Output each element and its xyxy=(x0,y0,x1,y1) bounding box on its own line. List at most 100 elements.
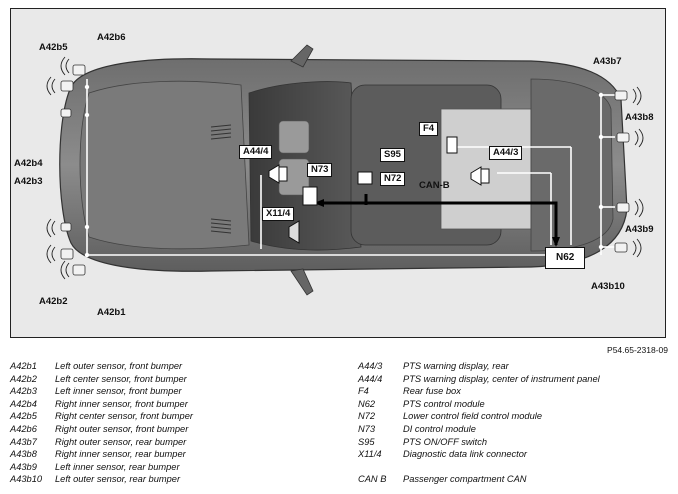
wiring-junctions xyxy=(84,84,604,258)
sensor-waves xyxy=(46,56,644,280)
legend-item: A43b7 Right outer sensor, rear bumper xyxy=(10,436,193,449)
callout-a44-3: A44/3 xyxy=(489,146,523,160)
front-sensors xyxy=(60,64,86,276)
legend-item: A43b9 Left inner sensor, rear bumper xyxy=(10,461,193,474)
callout-a44-4: A44/4 xyxy=(239,145,273,159)
s95-switch xyxy=(357,171,373,185)
rear-sensors xyxy=(614,90,630,253)
callout-a42b4: A42b4 xyxy=(14,158,43,169)
callout-a42b2: A42b2 xyxy=(39,296,68,307)
legend-code: F4 xyxy=(358,386,369,397)
legend-description: Right center sensor, front bumper xyxy=(55,411,193,422)
legend-item: A42b3 Left inner sensor, front bumper xyxy=(10,385,193,398)
seat-front-right xyxy=(278,120,310,154)
legend-code: A42b3 xyxy=(10,386,37,397)
legend-code: A44/3 xyxy=(358,361,383,371)
callout-x11-4: X11/4 xyxy=(262,207,295,221)
legend-code: A42b2 xyxy=(10,373,37,384)
legend-description: Diagnostic data link connector xyxy=(403,449,528,460)
callout-n62: N62 xyxy=(545,247,586,269)
legend-item: A42b2 Left center sensor, front bumper xyxy=(10,373,193,386)
legend-code: A43b9 xyxy=(10,461,37,472)
n73-module xyxy=(302,186,318,206)
hood xyxy=(79,80,250,250)
callout-a42b1: A42b1 xyxy=(97,307,126,318)
legend-code: N62 xyxy=(358,398,376,409)
callout-a42b6: A42b6 xyxy=(97,32,126,43)
x11-4-connector xyxy=(288,220,300,244)
legend-description: PTS control module xyxy=(403,398,485,409)
legend-item: A43b8 Right inner sensor, rear bumper xyxy=(10,448,193,461)
legend-description: Lower control field control module xyxy=(403,411,543,422)
legend-description: PTS warning display, rear xyxy=(403,361,509,371)
callout-can-b: CAN-B xyxy=(419,180,450,191)
legend-code: X11/4 xyxy=(358,449,382,460)
legend-item: A42b5 Right center sensor, front bumper xyxy=(10,410,193,423)
callout-n73: N73 xyxy=(307,163,333,177)
legend-item: X11/4 Diagnostic data link connector xyxy=(358,448,600,461)
legend-description: Left center sensor, front bumper xyxy=(55,373,187,384)
legend-code: A42b4 xyxy=(10,398,37,409)
legend-description: Right outer sensor, front bumper xyxy=(55,423,189,434)
legend-item: N72 Lower control field control module xyxy=(358,410,600,423)
legend-code: A43b8 xyxy=(10,449,37,460)
vehicle-illustration xyxy=(46,44,644,296)
callout-n72: N72 xyxy=(380,172,406,186)
callout-s95: S95 xyxy=(380,148,405,162)
f4-fuse-box xyxy=(446,136,458,154)
legend-code: A44/4 xyxy=(358,373,383,384)
legend-code: A43b10 xyxy=(10,474,43,485)
callout-a43b10: A43b10 xyxy=(591,281,625,292)
legend-gap xyxy=(358,461,600,474)
callout-a43b9: A43b9 xyxy=(625,224,654,235)
legend-item: A44/3 PTS warning display, rear xyxy=(358,360,600,373)
legend-description: Left outer sensor, rear bumper xyxy=(55,474,181,485)
legend-description: PTS ON/OFF switch xyxy=(403,436,488,447)
legend-description: Right inner sensor, front bumper xyxy=(55,398,188,409)
legend-item: A42b4 Right inner sensor, front bumper xyxy=(10,398,193,411)
can-b-bus xyxy=(316,194,558,245)
legend-description: PTS warning display, center of instrumen… xyxy=(403,373,600,384)
callout-f4: F4 xyxy=(419,122,439,136)
legend-code: A42b6 xyxy=(10,423,37,434)
legend-item-can-b: CAN B Passenger compartment CAN xyxy=(358,473,600,486)
legend-description: Right inner sensor, rear bumper xyxy=(55,449,186,460)
legend-item: N73 DI control module xyxy=(358,423,600,436)
legend-item: N62 PTS control module xyxy=(358,398,600,411)
legend-description: Passenger compartment CAN xyxy=(403,474,527,485)
reference-code: P54.65-2318-09 xyxy=(607,345,668,355)
legend-code: A43b7 xyxy=(10,436,37,447)
callout-a42b3: A42b3 xyxy=(14,176,43,187)
legend-description: Rear fuse box xyxy=(403,386,461,397)
legend-description: Left inner sensor, front bumper xyxy=(55,386,182,397)
legend-description: DI control module xyxy=(403,423,476,434)
hood-vent-bottom xyxy=(210,218,232,234)
a44-3-display xyxy=(470,166,482,186)
callout-a43b8: A43b8 xyxy=(625,112,654,123)
can-b-arrow-down xyxy=(552,237,560,247)
callout-a43b7: A43b7 xyxy=(593,56,622,67)
vehicle-diagram: A42b5 A42b6 A42b4 A42b3 A42b2 A42b1 A43b… xyxy=(10,8,666,338)
legend-item: A43b10 Left outer sensor, rear bumper xyxy=(10,473,193,486)
legend-item: F4 Rear fuse box xyxy=(358,385,600,398)
mirror-bottom xyxy=(290,268,314,296)
legend-code: A42b5 xyxy=(10,411,37,422)
legend-description: Right outer sensor, rear bumper xyxy=(55,436,187,447)
legend-item: A44/4 PTS warning display, center of inst… xyxy=(358,373,600,386)
legend-description: Left outer sensor, front bumper xyxy=(55,361,183,371)
legend-code: CAN B xyxy=(358,474,387,485)
a44-4-display xyxy=(268,164,280,184)
legend-code: A42b1 xyxy=(10,361,37,371)
a44-3-display-body xyxy=(480,168,490,184)
a44-4-display-body xyxy=(278,166,288,182)
legend-item: A42b6 Right outer sensor, front bumper xyxy=(10,423,193,436)
mirror-top xyxy=(290,44,314,68)
legend-description: Left inner sensor, rear bumper xyxy=(55,461,180,472)
legend-item: A42b1 Left outer sensor, front bumper xyxy=(10,360,193,373)
sensor-wiring xyxy=(86,79,615,256)
legend-code: N73 xyxy=(358,423,376,434)
legend-code: N72 xyxy=(358,411,376,422)
callout-a42b5: A42b5 xyxy=(39,42,68,53)
